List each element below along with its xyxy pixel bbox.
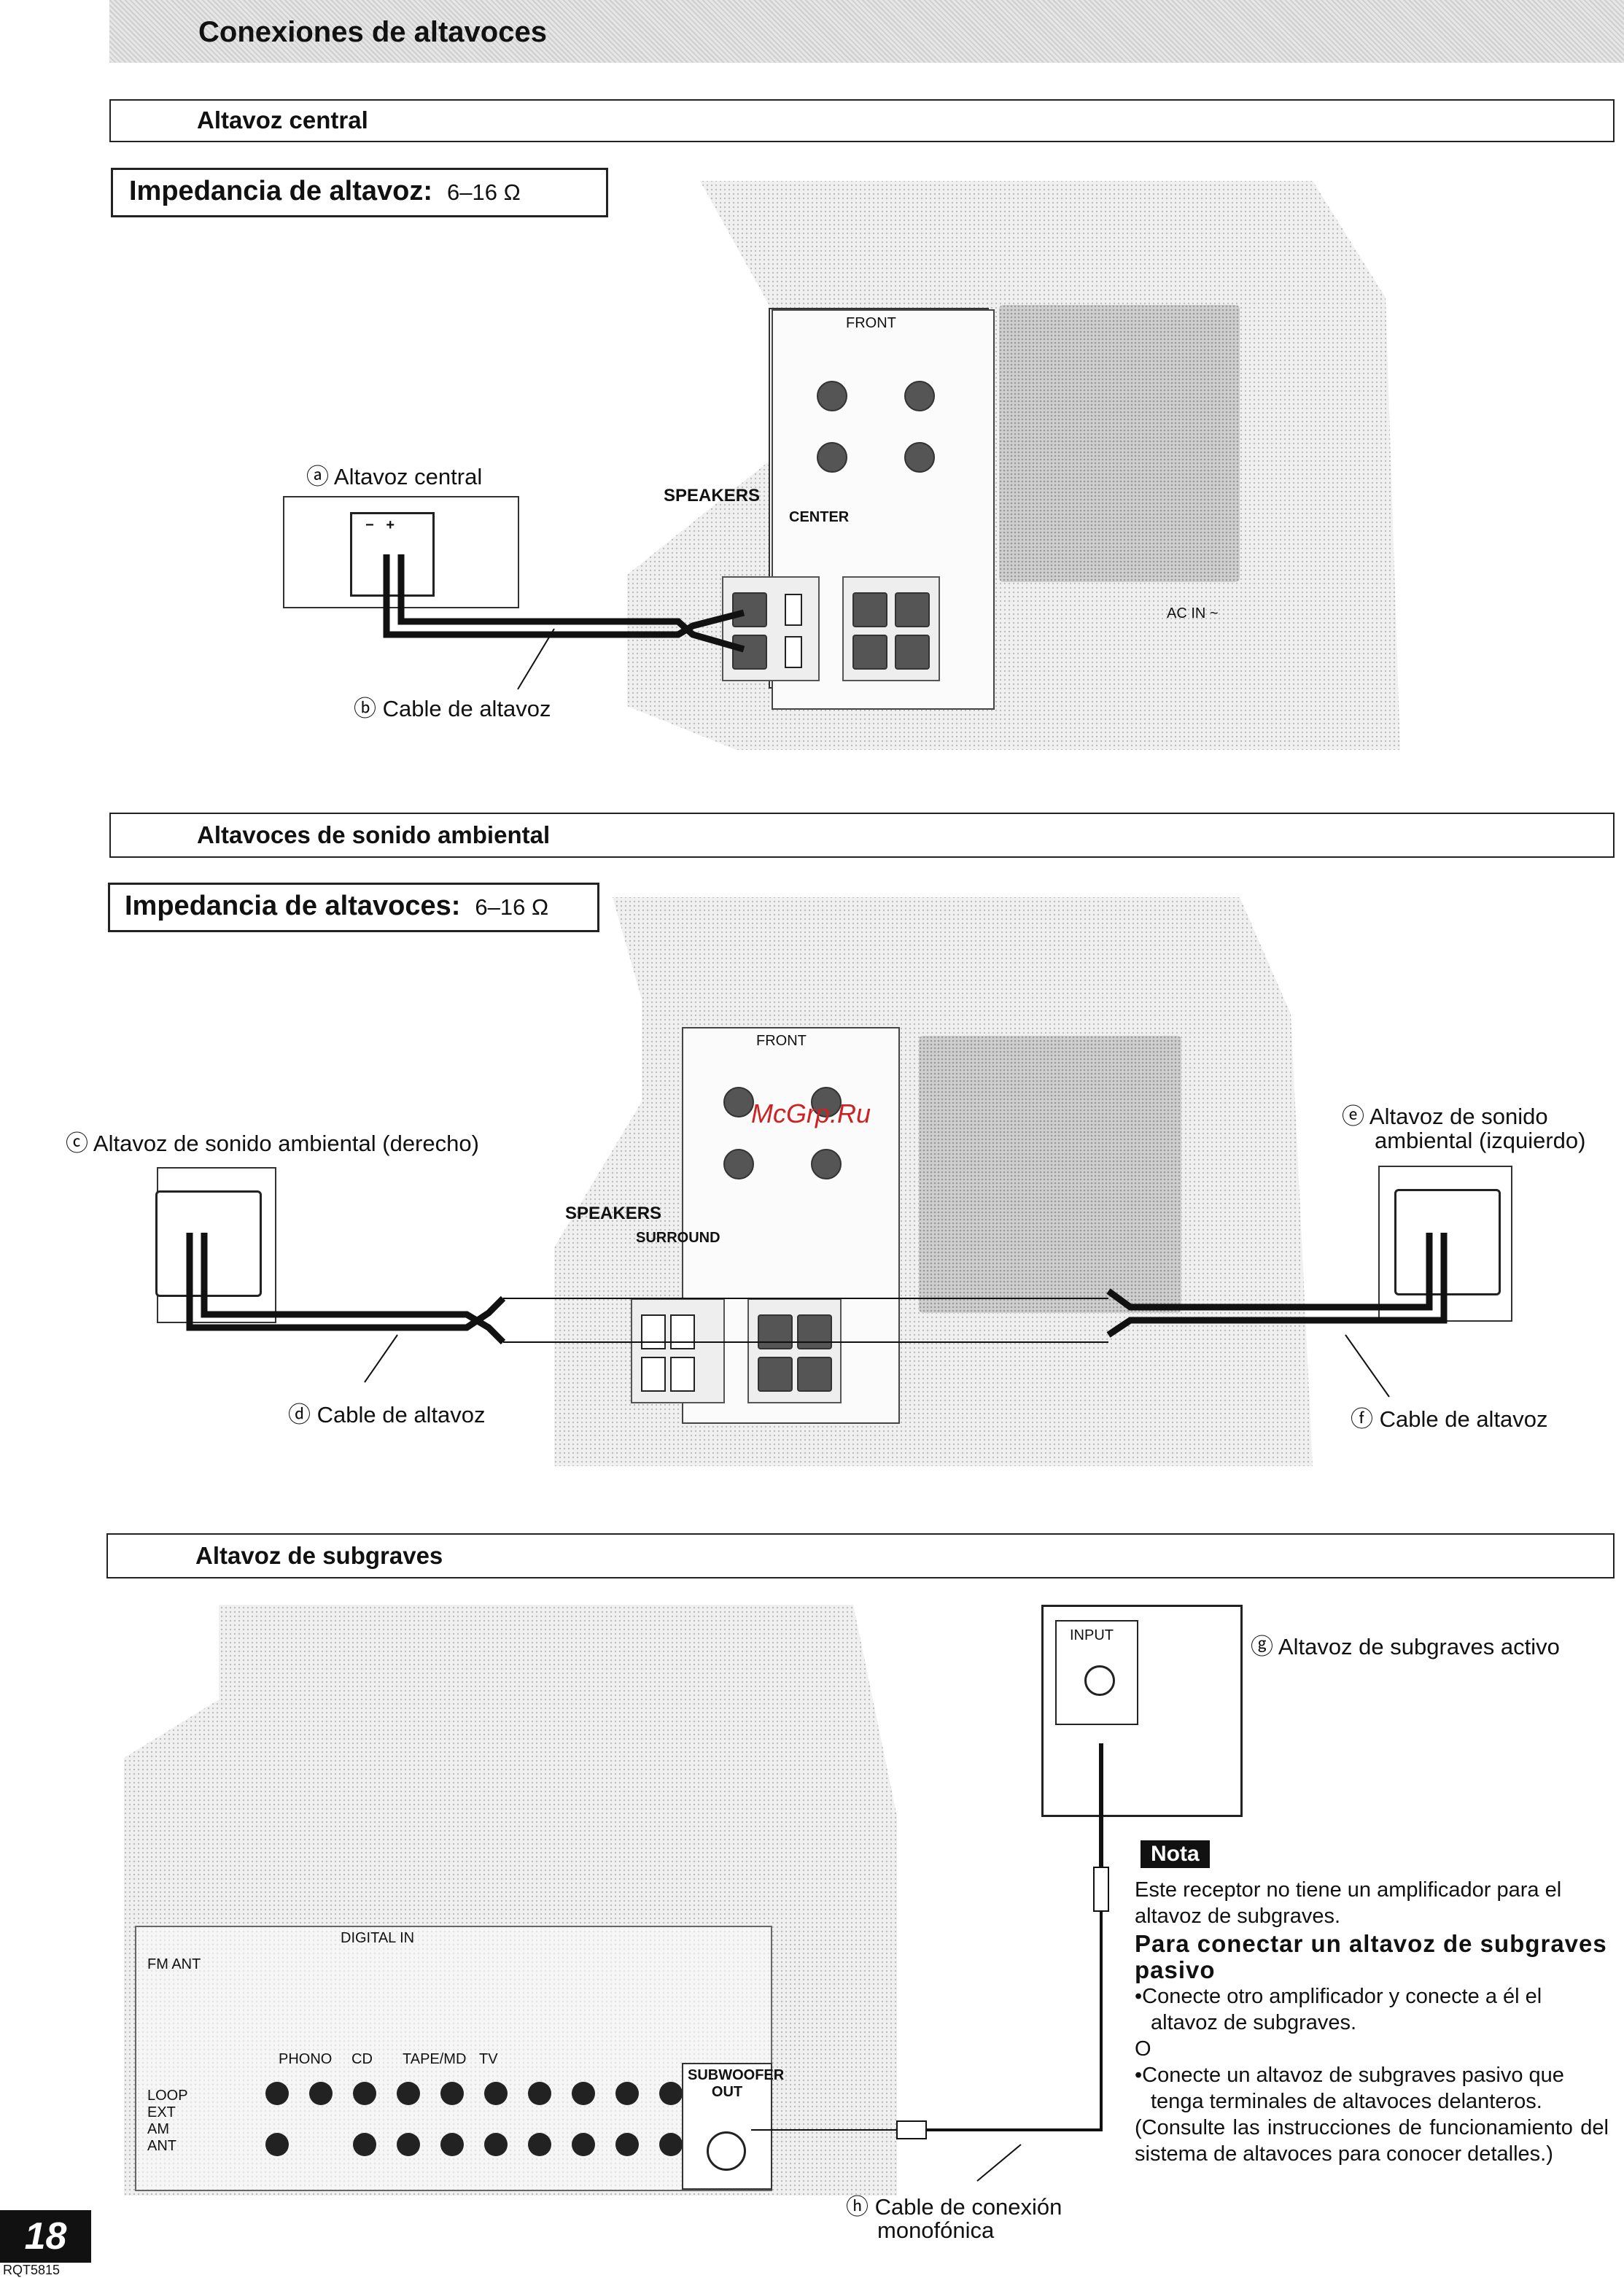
nota-text: Este receptor no tiene un amplificador p… (1135, 1878, 1562, 1928)
impedance-label: Impedancia de altavoces: (125, 891, 461, 921)
section-surround-header: Altavoces de sonido ambiental (109, 813, 1615, 858)
left-surround-cable-label: ⓕ Cable de altavoz (1351, 1406, 1548, 1432)
nota-consult: (Consulte las instrucciones de funcionam… (1135, 2116, 1609, 2166)
mono-cable (751, 1743, 1109, 2182)
rca-jacks (265, 2082, 683, 2156)
right-surround-label: ⓒ Altavoz de sonido ambiental (derecho) (66, 1131, 479, 1156)
front-label: FRONT (846, 315, 896, 331)
front-label: FRONT (756, 1033, 807, 1049)
center-clip-minus (785, 636, 802, 668)
terminal (641, 1314, 666, 1349)
watermark: McGrp.Ru (751, 1099, 871, 1128)
input-jack (1084, 1665, 1115, 1696)
nota-block: Este receptor no tiene un amplificador p… (1135, 1877, 1609, 2167)
am-ant-label: LOOP EXT AM ANT (147, 2088, 188, 2154)
section-center-title: Altavoz central (197, 106, 368, 133)
surround-receiver-illustration (554, 897, 1313, 1466)
right-surround-cable-label: ⓓ Cable de altavoz (288, 1402, 486, 1427)
terminal (797, 1357, 832, 1392)
center-terminal-block-2 (747, 1298, 842, 1403)
terminal (641, 1357, 666, 1392)
page-number: 18 (0, 2210, 91, 2263)
subwoofer-input-panel: INPUT (1055, 1620, 1138, 1725)
terminal (670, 1314, 695, 1349)
mono-cable-label-1: ⓗ Cable de conexión (846, 2194, 1062, 2220)
surround-clip-block (631, 1298, 725, 1403)
tape-label: TAPE/MD (403, 2051, 467, 2067)
terminal (895, 592, 930, 627)
surround-label: SURROUND (636, 1230, 720, 1246)
center-impedance-box: Impedancia de altavoz: 6–16 Ω (111, 168, 608, 217)
front-r-minus-terminal (817, 442, 847, 473)
section-sub-header: Altavoz de subgraves (106, 1533, 1615, 1578)
subwoofer-out-label: SUBWOOFER OUT (688, 2067, 785, 2100)
front-l-minus-terminal (904, 442, 935, 473)
fm-ant-label: FM ANT (147, 1956, 201, 1972)
center-clip-plus (785, 594, 802, 626)
left-surround-terminal (1394, 1189, 1501, 1295)
input-label: INPUT (1070, 1627, 1114, 1643)
impedance-label: Impedancia de altavoz: (129, 176, 433, 206)
section-surround-title: Altavoces de sonido ambiental (197, 821, 551, 848)
right-surround-terminal (155, 1190, 262, 1297)
header-bar (109, 0, 1624, 63)
impedance-value: 6–16 Ω (475, 894, 549, 920)
front-l-plus-terminal (904, 381, 935, 411)
center-terminal-block (722, 576, 820, 681)
terminal (811, 1087, 842, 1117)
left-surround-label-1: ⓔ Altavoz de sonido (1342, 1104, 1548, 1129)
left-surround-cable (1106, 1233, 1448, 1398)
center-label: CENTER (789, 509, 850, 525)
terminal (670, 1357, 695, 1392)
surround-cables (186, 1233, 1108, 1383)
nota-badge: Nota (1141, 1840, 1210, 1868)
terminal (811, 1149, 842, 1179)
subwoofer-out-block: SUBWOOFER OUT (682, 2063, 785, 2190)
terminal (852, 635, 887, 670)
digital-in-label: DIGITAL IN (341, 1930, 415, 1946)
nota-bullet-1: Conecte otro amplificador y conecte a él… (1135, 1983, 1609, 2036)
section-center-header: Altavoz central (109, 99, 1615, 142)
terminal (852, 592, 887, 627)
terminal (797, 1314, 832, 1349)
center-cable-label: ⓑ Cable de altavoz (354, 696, 551, 721)
speakers-label: SPEAKERS (565, 1204, 662, 1223)
subwoofer-out-jack (707, 2131, 746, 2171)
nota-or: O (1135, 2037, 1151, 2061)
surround-impedance-box: Impedancia de altavoces: 6–16 Ω (108, 883, 599, 932)
center-speaker-label: ⓐ Altavoz central (306, 464, 483, 489)
terminal (723, 1149, 754, 1179)
terminal (758, 1314, 793, 1349)
speakers-label: SPEAKERS (664, 486, 761, 505)
section-sub-title: Altavoz de subgraves (195, 1542, 443, 1569)
center-terminal-a (732, 592, 767, 627)
nota-bullet-2: Conecte un altavoz de subgraves pasivo q… (1135, 2062, 1609, 2115)
active-subwoofer-label: ⓖ Altavoz de subgraves activo (1251, 1634, 1560, 1659)
terminal (723, 1087, 754, 1117)
front-r-plus-terminal (817, 381, 847, 411)
tv-label: TV (479, 2051, 498, 2067)
left-surround-label-2: ambiental (izquierdo) (1375, 1128, 1586, 1153)
center-cable (383, 554, 745, 690)
impedance-value: 6–16 Ω (447, 179, 521, 205)
surround-terminal-block (842, 576, 940, 681)
center-terminal-b (732, 635, 767, 670)
active-subwoofer: INPUT (1041, 1605, 1243, 1817)
right-surround-speaker-cabinet (155, 1167, 276, 1323)
document-code: RQT5815 (3, 2263, 61, 2277)
mono-cable-label-2: monofónica (877, 2217, 995, 2243)
phono-label: PHONO (279, 2051, 333, 2067)
terminal (758, 1357, 793, 1392)
center-speaker-terminal: − + (350, 512, 435, 597)
page-title: Conexiones de altavoces (198, 16, 547, 48)
nota-heading: Para conectar un altavoz de subgraves pa… (1135, 1930, 1607, 1983)
cd-label: CD (351, 2051, 373, 2067)
ac-in-label: AC IN ~ (1167, 605, 1219, 621)
terminal (895, 635, 930, 670)
